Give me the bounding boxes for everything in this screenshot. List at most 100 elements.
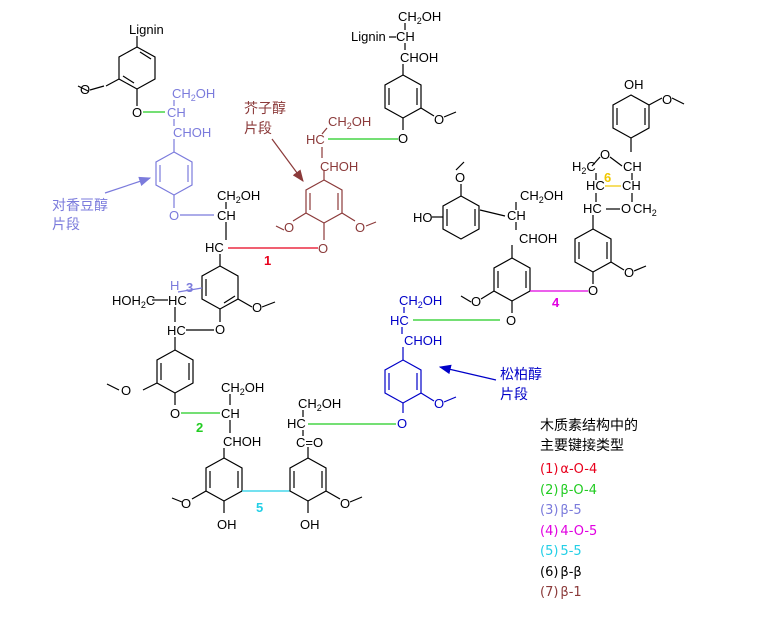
pinoresinol-hc: HC (586, 178, 605, 193)
legend-item-text: β-β (560, 564, 582, 580)
ketone-co: C=O (296, 435, 323, 450)
legend-item: (7)β-1 (540, 583, 750, 604)
top-choh: CHOH (400, 50, 438, 65)
pinoresinol-ch2: CH2 (633, 201, 657, 218)
legend-item-number: (5) (540, 544, 559, 559)
phenol-oh-1: OH (217, 517, 237, 532)
pinoresinol-h2c: H2C (572, 159, 596, 176)
top-center-ether-o: O (398, 131, 408, 146)
pinoresinol-o-top: O (600, 147, 610, 162)
legend-item-number: (1) (540, 462, 559, 477)
guaiacyl-ch: CH (507, 208, 526, 223)
coniferyl-ether-o: O (397, 416, 407, 431)
methoxy-lower-left: O (121, 383, 131, 398)
svg-text:CH2OH: CH2OH (172, 86, 215, 103)
lower-choh: CHOH (223, 434, 261, 449)
legend-item: (3)β-5 (540, 501, 750, 522)
lignin-label-top-left: Lignin (129, 22, 164, 37)
ring-coniferyl (384, 359, 435, 413)
legend-title-1: 木质素结构中的 (540, 418, 638, 434)
coniferyl-methoxy-o: O (434, 396, 444, 411)
ring-4o5-ether-o: O (506, 313, 516, 328)
beta5-h: H (170, 278, 179, 293)
bond-number-6: 6 (604, 170, 611, 185)
legend-item-number: (7) (540, 585, 559, 600)
ring-central (201, 265, 253, 322)
legend-item-text: β-O-4 (560, 482, 597, 498)
legend-item-number: (6) (540, 564, 559, 580)
guaiacyl-ch2oh: CH2OH (520, 188, 563, 205)
ring-lower-2 (289, 447, 341, 513)
pinoresinol-ch-top: CH (623, 159, 642, 174)
ring-coumaryl (155, 151, 193, 208)
legend-item-number: (2) (540, 482, 559, 498)
legend-item-text: 5-5 (560, 544, 582, 559)
legend-item: (5)5-5 (540, 542, 750, 563)
ring-top-left (105, 36, 156, 106)
legend-item-number: (4) (540, 523, 559, 539)
ketone-hc: HC (287, 416, 306, 431)
lower-ch2oh: CH2OH (221, 380, 264, 397)
bond-number-5: 5 (256, 500, 263, 515)
ketone-ch2oh: CH2OH (298, 396, 341, 413)
bond-number-2: 2 (196, 420, 203, 435)
coniferyl-choh: CHOH (404, 333, 442, 348)
hoh2c-label: HOH2C (112, 293, 155, 310)
legend-item-text: β-5 (560, 503, 582, 518)
central-hc: HC (205, 240, 224, 255)
pinoresinol-hc-bottom: HC (583, 201, 602, 216)
ether-o-2: O (170, 406, 180, 421)
coniferyl-arrow (438, 364, 497, 381)
coumaryl-ether-o: O (169, 208, 179, 223)
coumaryl-sidechain: CH2OH CH CHOH (167, 86, 215, 152)
ring-4o5 (480, 257, 531, 313)
svg-text:CH: CH (167, 105, 186, 120)
legend: 木质素结构中的 主要键接类型 (1)α-O-4(2)β-O-4(3)β-5(4)… (540, 416, 750, 604)
methoxy-lower-2: O (340, 496, 350, 511)
pinoresinol-ch-mid: CH (622, 178, 641, 193)
bond-number-1: 1 (264, 253, 271, 268)
guaiacyl-ho: HO (413, 210, 433, 225)
methoxy-top-center: O (434, 112, 444, 127)
top-ch: CH (396, 29, 415, 44)
lignin-label-top: Lignin (351, 29, 386, 44)
coumaryl-annotation-2: 片段 (52, 217, 80, 233)
sinapyl-choh: CHOH (320, 159, 358, 174)
coniferyl-annotation-2: 片段 (500, 387, 528, 403)
sinapyl-methoxy-left: O (284, 220, 294, 235)
guaiacyl-choh: CHOH (519, 231, 557, 246)
legend-item-text: α-O-4 (560, 462, 598, 477)
pinoresinol-o-bottom: O (621, 201, 631, 216)
methoxy-4o5: O (471, 294, 481, 309)
coniferyl-hc: HC (390, 313, 409, 328)
ring-lower-1 (191, 457, 243, 513)
pinoresinol-top-methoxy: O (662, 92, 672, 107)
central-ch: CH (217, 208, 236, 223)
coniferyl-annotation-1: 松柏醇 (500, 366, 542, 383)
methoxy-central: O (252, 300, 262, 315)
ring-guaiacyl-left (432, 184, 480, 240)
coumaryl-arrow (104, 176, 152, 194)
pinoresinol-bottom-methoxy: O (624, 265, 634, 280)
legend-item: (2)β-O-4 (540, 481, 750, 502)
legend-item: (1)α-O-4 (540, 460, 750, 481)
coniferyl-ch2oh: CH2OH (399, 293, 442, 310)
ring-top-center (384, 74, 435, 130)
ring-lower-left (142, 349, 194, 405)
bond-number-3: 3 (186, 280, 193, 295)
ring-sinapyl (292, 170, 356, 240)
ring-pinoresinol-bottom (574, 228, 625, 284)
sinapyl-methoxy-right: O (355, 220, 365, 235)
central-ch2oh: CH2OH (217, 188, 260, 205)
guaiacyl-methoxy-o: O (455, 170, 465, 185)
legend-item-text: 4-O-5 (560, 523, 598, 539)
lower-ch: CH (221, 406, 240, 421)
sinapyl-ch2oh: CH2OH (328, 114, 371, 131)
ether-o-4o5: O (588, 283, 598, 298)
svg-text:CHOH: CHOH (173, 125, 211, 140)
sinapyl-arrow (271, 138, 304, 182)
sinapyl-annotation-1: 芥子醇 (244, 100, 286, 117)
pinoresinol-top-oh: OH (624, 77, 644, 92)
phenol-oh-2: OH (300, 517, 320, 532)
